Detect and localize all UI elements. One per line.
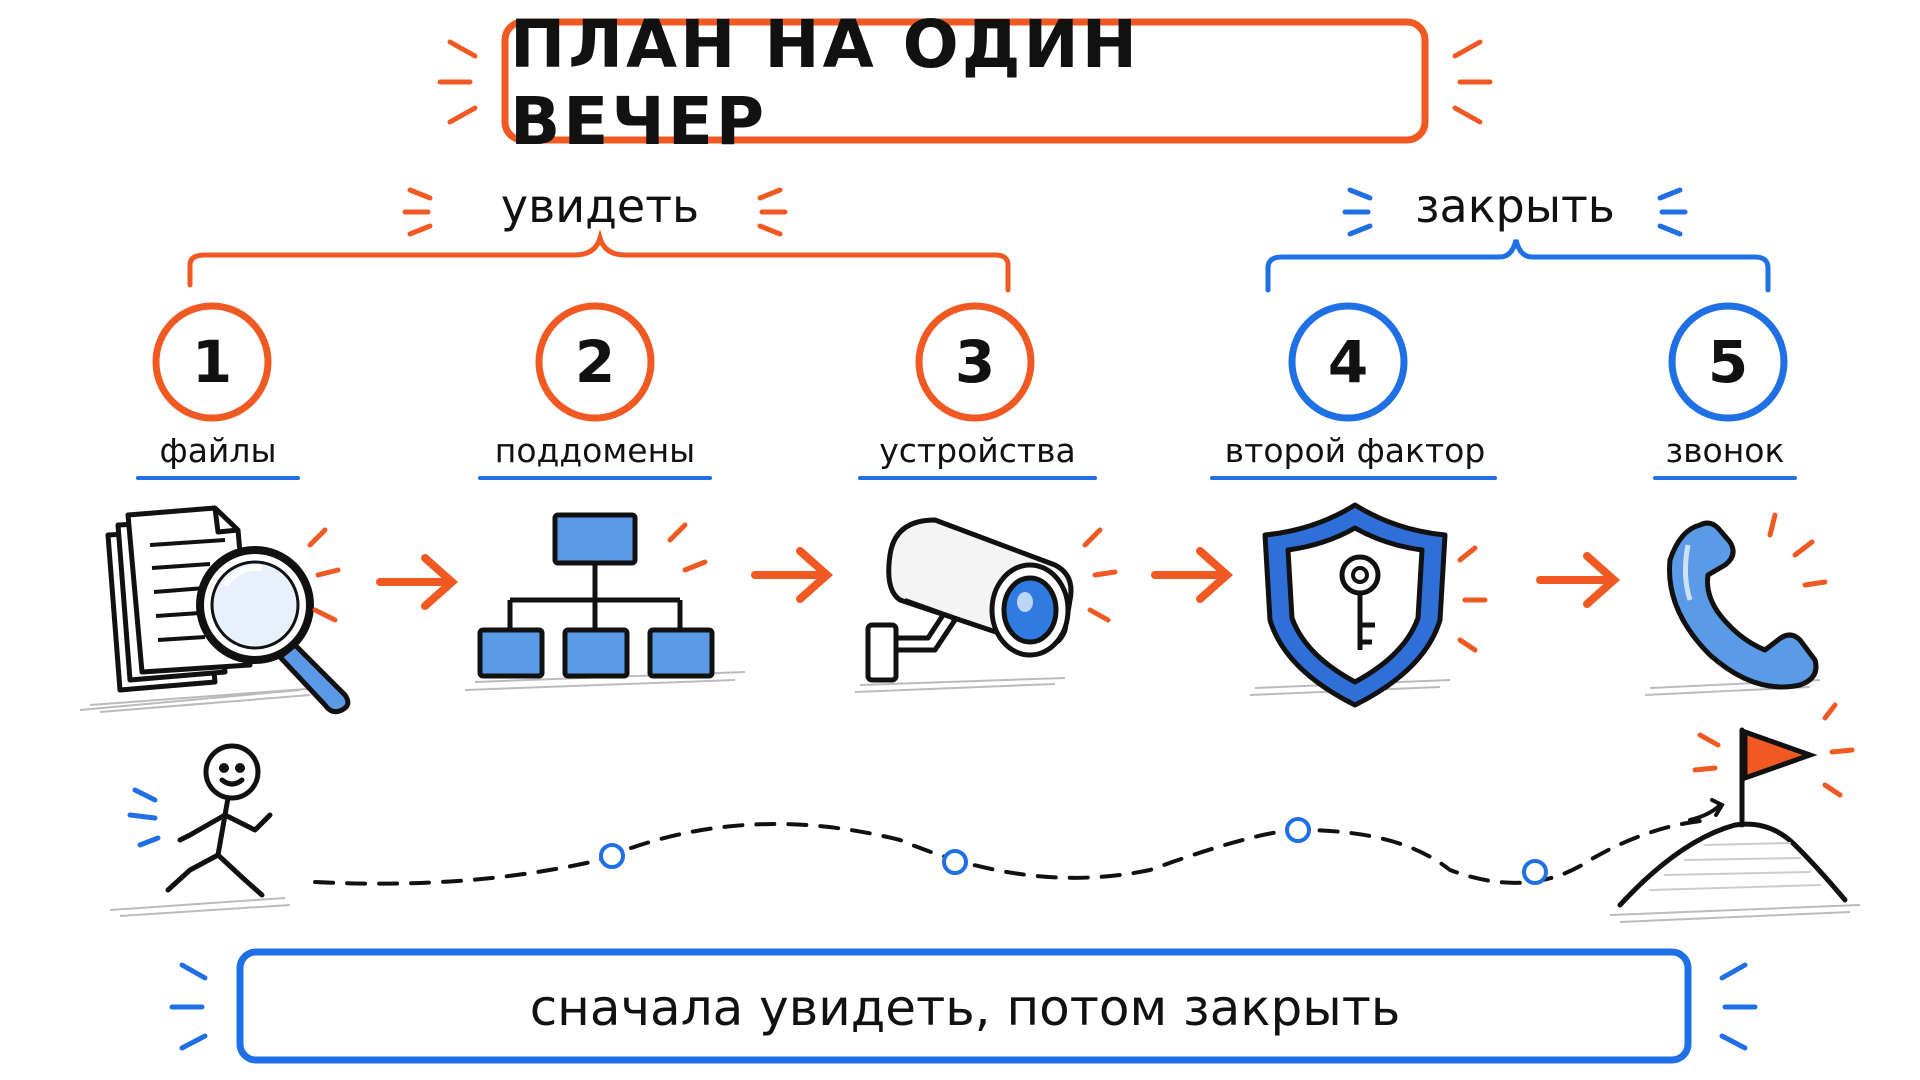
step-number-3: 3 [954, 328, 996, 396]
step-label-5: звонок [1665, 430, 1785, 470]
step-number-1: 1 [191, 328, 233, 396]
motto-text: сначала увидеть, потом закрыть [529, 978, 1401, 1037]
step-label-2: поддомены [494, 430, 696, 470]
document-search-icon [105, 505, 351, 715]
step-circle-3 [915, 302, 1035, 422]
step-number-5: 5 [1707, 328, 1749, 396]
network-tree-icon [477, 512, 715, 679]
step-number-2: 2 [574, 328, 616, 396]
hill-shadow [1609, 904, 1861, 923]
arrow-4-5 [1536, 552, 1621, 608]
step-label-3: устройства [879, 430, 1076, 470]
step-label-4: второй фактор [1224, 430, 1486, 470]
group-label-close: закрыть [1415, 179, 1615, 233]
phone-icon [1667, 512, 1828, 690]
runner-shadow [109, 897, 291, 917]
step-number-4: 4 [1327, 328, 1369, 396]
group-label-see: увидеть [500, 179, 700, 233]
step-circle-5 [1668, 302, 1788, 422]
goal-hill [1617, 702, 1855, 908]
shield-key-icon [1262, 502, 1488, 708]
brace-close [1265, 187, 1771, 293]
page-title: ПЛАН НА ОДИН ВЕЧЕР [510, 6, 1140, 160]
camera-icon [865, 517, 1118, 683]
step-circle-4 [1288, 302, 1408, 422]
step-circle-2 [535, 302, 655, 422]
journey-path [313, 817, 1712, 886]
step-label-1: файлы [159, 430, 277, 470]
arrow-1-2 [376, 554, 459, 610]
arrow-2-3 [751, 547, 834, 603]
arrow-3-4 [1151, 547, 1234, 603]
runner-figure [127, 743, 273, 898]
step-circle-1 [152, 302, 272, 422]
motto-frame [169, 948, 1758, 1064]
brace-see [187, 187, 1011, 293]
title-frame [437, 18, 1493, 144]
